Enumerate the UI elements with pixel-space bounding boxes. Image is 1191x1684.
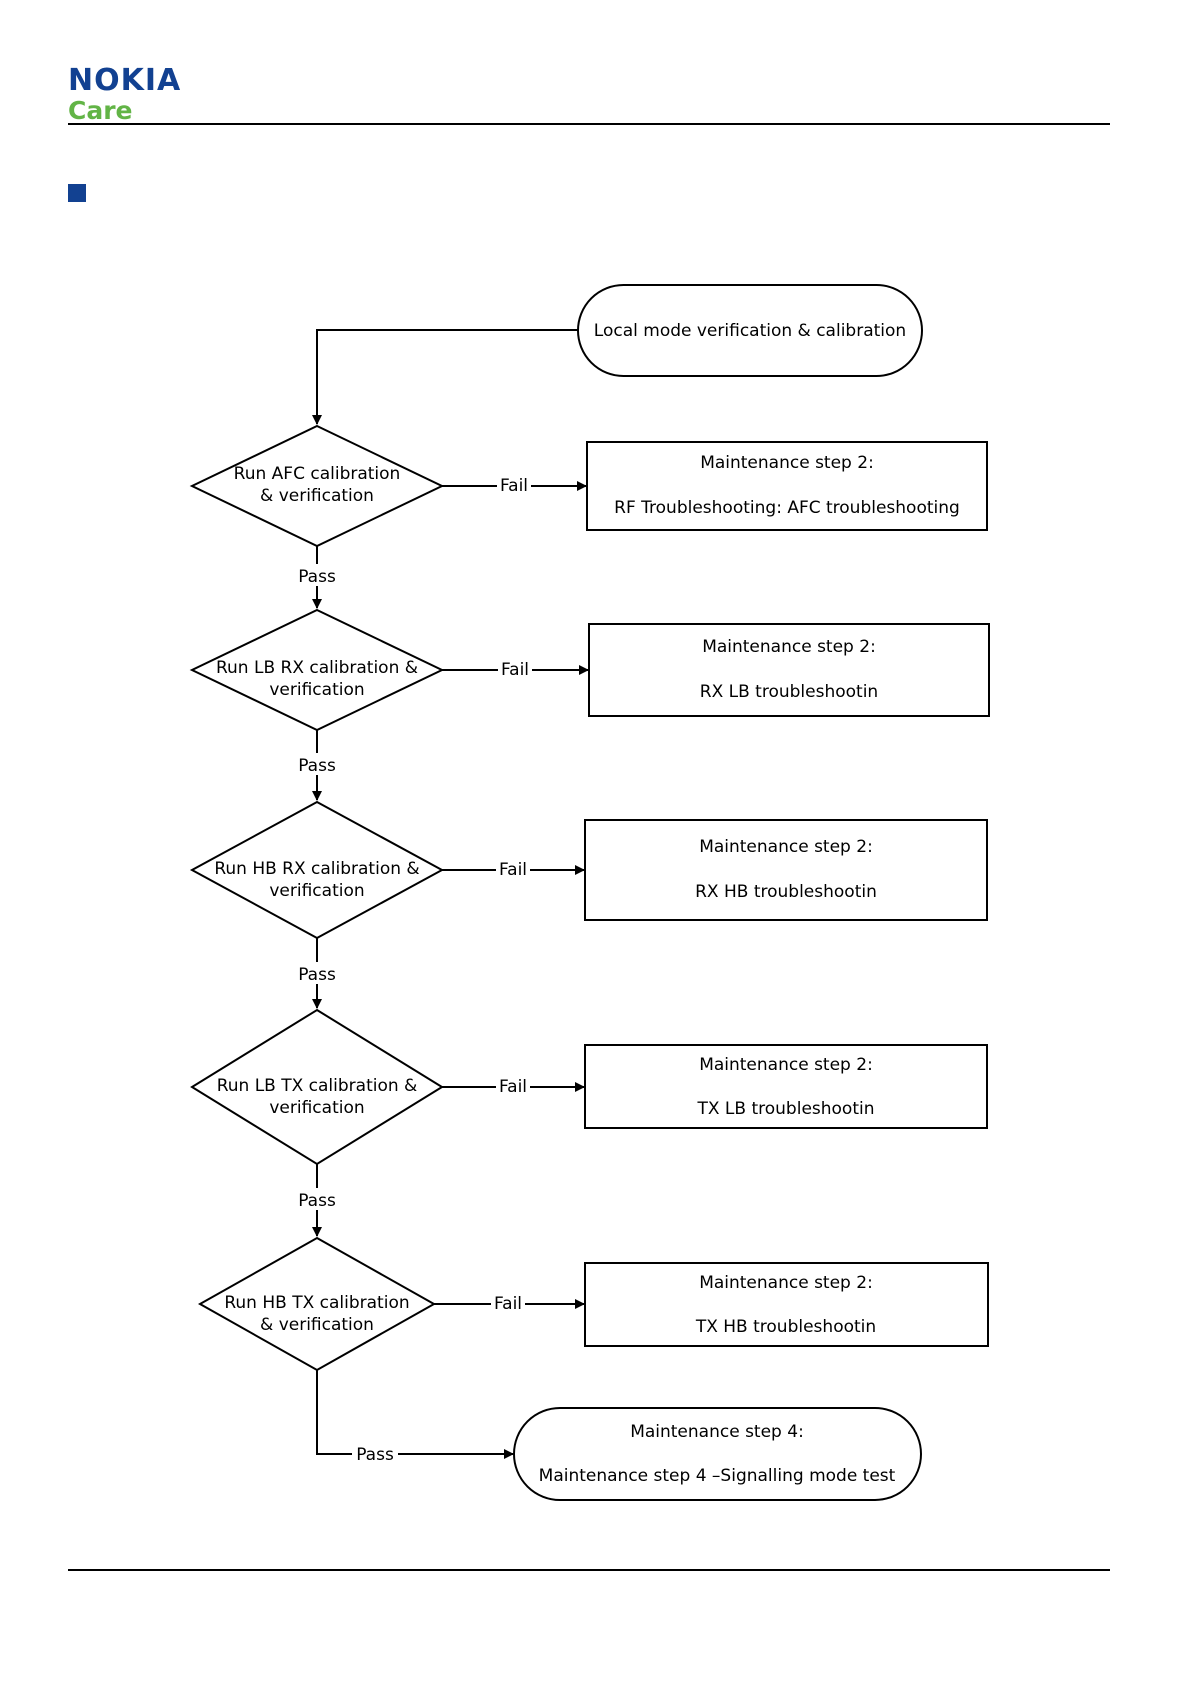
decision-afc-line1: Run AFC calibration bbox=[234, 464, 401, 484]
pass-label-2: Pass bbox=[298, 756, 336, 776]
start-connector bbox=[312, 329, 578, 425]
fail-label-lb-tx: Fail bbox=[499, 1077, 527, 1097]
start-label: Local mode verification & calibration bbox=[594, 321, 906, 341]
fail-box-lb-tx-body: TX LB troubleshootin bbox=[697, 1099, 875, 1119]
fail-box-lb-rx bbox=[588, 623, 990, 717]
fail-box-afc-body: RF Troubleshooting: AFC troubleshooting bbox=[614, 498, 960, 518]
fail-box-afc bbox=[586, 441, 988, 531]
fail-label-hb-rx: Fail bbox=[499, 860, 527, 880]
fail-label-hb-tx: Fail bbox=[494, 1294, 522, 1314]
fail-label-lb-rx: Fail bbox=[501, 660, 529, 680]
pass-label-1: Pass bbox=[298, 567, 336, 587]
fail-box-hb-rx-title: Maintenance step 2: bbox=[699, 837, 873, 857]
decision-hb-rx-line1: Run HB RX calibration & bbox=[214, 859, 419, 879]
pass-label-3: Pass bbox=[298, 965, 336, 985]
fail-box-hb-rx bbox=[584, 819, 988, 921]
section-bullet-icon bbox=[68, 184, 86, 202]
logo-sub: Care bbox=[68, 96, 133, 125]
header-rule bbox=[68, 123, 1110, 125]
pass-label-5: Pass bbox=[356, 1445, 394, 1465]
end-body: Maintenance step 4 –Signalling mode test bbox=[539, 1466, 896, 1486]
decision-afc-line2: & verification bbox=[260, 486, 374, 506]
fail-box-lb-tx bbox=[584, 1044, 988, 1129]
fail-box-lb-rx-body: RX LB troubleshootin bbox=[700, 682, 878, 702]
fail-box-lb-rx-title: Maintenance step 2: bbox=[702, 637, 876, 657]
decision-lb-tx-line2: verification bbox=[269, 1098, 364, 1118]
decision-lb-rx-line1: Run LB RX calibration & bbox=[216, 658, 418, 678]
fail-box-hb-tx-body: TX HB troubleshootin bbox=[695, 1317, 876, 1337]
logo-brand: NOKIA bbox=[68, 63, 182, 98]
decision-hb-tx-line2: & verification bbox=[260, 1315, 374, 1335]
footer-rule bbox=[68, 1569, 1110, 1571]
nokia-care-logo: NOKIA Care bbox=[68, 66, 181, 126]
end-terminator bbox=[513, 1407, 922, 1501]
fail-box-hb-tx-title: Maintenance step 2: bbox=[699, 1273, 873, 1293]
decision-lb-tx-line1: Run LB TX calibration & bbox=[217, 1076, 418, 1096]
pass-connector-5 bbox=[316, 1370, 514, 1459]
decision-hb-rx-line2: verification bbox=[269, 881, 364, 901]
fail-label-afc: Fail bbox=[500, 476, 528, 496]
pass-label-4: Pass bbox=[298, 1191, 336, 1211]
fail-box-hb-tx bbox=[584, 1262, 989, 1347]
fail-box-hb-rx-body: RX HB troubleshootin bbox=[695, 882, 877, 902]
decision-hb-tx-line1: Run HB TX calibration bbox=[224, 1293, 409, 1313]
fail-box-lb-tx-title: Maintenance step 2: bbox=[699, 1055, 873, 1075]
end-title: Maintenance step 4: bbox=[630, 1422, 804, 1442]
fail-box-afc-title: Maintenance step 2: bbox=[700, 453, 874, 473]
decision-lb-rx-line2: verification bbox=[269, 680, 364, 700]
